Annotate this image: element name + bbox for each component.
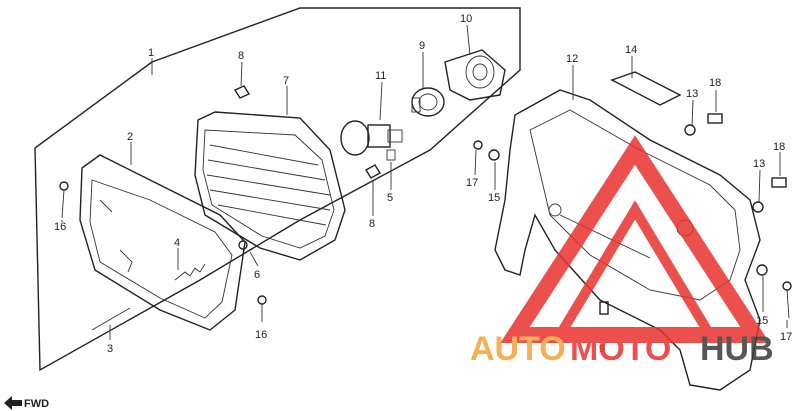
label-14: 14	[625, 44, 637, 56]
assembly-outline	[34, 7, 521, 372]
label-17-left: 17	[466, 177, 478, 189]
label-4: 4	[174, 237, 180, 249]
fwd-label: FWD	[24, 398, 49, 410]
label-15-right: 15	[756, 315, 768, 327]
label-13-top: 13	[686, 88, 698, 100]
watermark-part3: HUB	[700, 330, 774, 368]
label-15-left: 15	[488, 192, 500, 204]
label-9-bottom: 9	[599, 343, 605, 355]
hardware	[59, 85, 792, 331]
label-2: 2	[127, 131, 133, 143]
watermark-triangle-icon	[500, 135, 770, 343]
label-17-right: 17	[780, 331, 792, 343]
watermark-part2: MOTO	[570, 330, 671, 368]
label-18-top: 18	[709, 77, 721, 89]
leader-lines	[61, 24, 788, 340]
label-11: 11	[375, 70, 386, 82]
label-8-bottom: 8	[369, 218, 375, 230]
label-9-top: 9	[419, 40, 425, 52]
watermark: AUTO MOTO HUB	[470, 135, 774, 368]
label-10: 10	[460, 13, 472, 25]
label-6: 6	[254, 269, 260, 281]
label-7: 7	[283, 75, 289, 87]
bulb	[340, 120, 403, 156]
headlight-unit	[194, 111, 346, 261]
fwd-arrow-icon	[4, 396, 22, 410]
label-16-left: 16	[54, 221, 66, 233]
label-1: 1	[148, 47, 154, 59]
caution-label	[610, 71, 682, 106]
label-18-bottom: 18	[773, 141, 785, 153]
label-16-bottom: 16	[255, 329, 267, 341]
part-labels: 1 2 3 4 5 6 7 8 8 9 9 10 11 12 13 13 14 …	[54, 13, 792, 355]
label-13-bottom: 13	[753, 158, 765, 170]
watermark-part1: AUTO	[470, 330, 566, 368]
label-8-top: 8	[238, 50, 244, 62]
headlight-rim	[79, 154, 246, 331]
label-3: 3	[107, 343, 113, 355]
rubber-boot	[444, 49, 506, 101]
fwd-indicator: FWD	[4, 396, 49, 410]
label-5: 5	[387, 192, 393, 204]
socket	[411, 87, 445, 117]
label-12: 12	[566, 53, 578, 65]
